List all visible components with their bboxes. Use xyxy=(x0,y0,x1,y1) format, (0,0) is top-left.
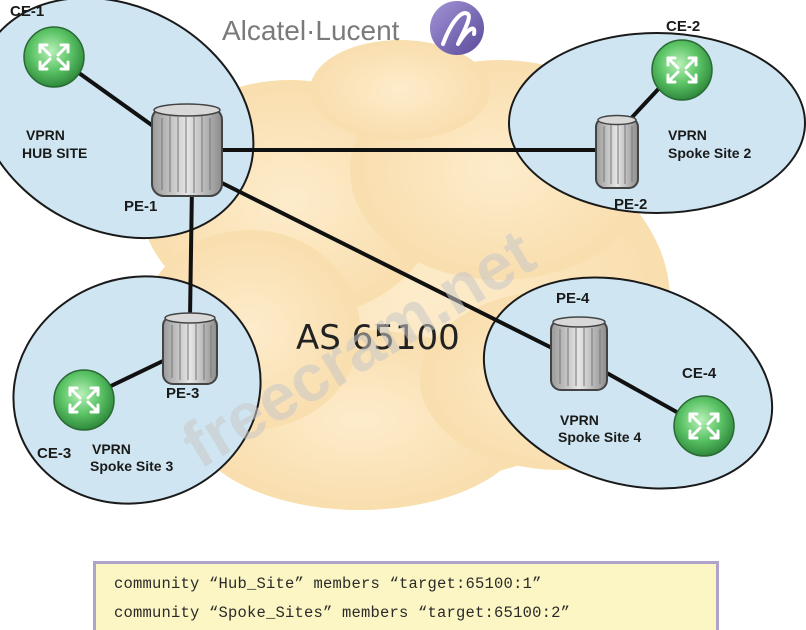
spoke-site-2-label-line1: VPRN xyxy=(668,127,707,143)
link-pe1-pe4 xyxy=(218,180,554,350)
ce4-router-icon xyxy=(673,395,735,457)
spoke-site-2-label-line2: Spoke Site 2 xyxy=(668,145,751,161)
ce1-label: CE-1 xyxy=(10,3,44,20)
brand-name: Alcatel·Lucent xyxy=(222,15,400,46)
pe2-router-icon xyxy=(595,114,639,189)
spoke-site-3-label-line2: Spoke Site 3 xyxy=(90,458,173,474)
hub-site-label-line1: VPRN xyxy=(26,127,65,143)
ce3-router-icon xyxy=(53,369,115,431)
pe3-label: PE-3 xyxy=(166,385,199,402)
config-line-hub-site: community “Hub_Site” members “target:651… xyxy=(114,575,542,593)
ce4-label: CE-4 xyxy=(682,365,717,382)
ce2-router-icon xyxy=(651,39,713,101)
pe4-label: PE-4 xyxy=(556,290,590,307)
pe4-router-icon xyxy=(550,316,608,391)
pe2-label: PE-2 xyxy=(614,196,647,213)
as-number-label: AS 65100 xyxy=(296,318,460,358)
pe3-router-icon xyxy=(162,312,218,385)
config-box: community “Hub_Site” members “target:651… xyxy=(93,561,719,630)
pe1-label: PE-1 xyxy=(124,198,157,215)
spoke-site-4-label-line2: Spoke Site 4 xyxy=(558,429,641,445)
spoke-site-3-label-line1: VPRN xyxy=(92,441,131,457)
config-line-spoke-sites: community “Spoke_Sites” members “target:… xyxy=(114,604,571,622)
spoke-site-4-label-line1: VPRN xyxy=(560,412,599,428)
link-pe1-pe3 xyxy=(188,183,194,320)
ce3-label: CE-3 xyxy=(37,445,71,462)
ce2-label: CE-2 xyxy=(666,18,700,35)
spoke-site-2-ellipse xyxy=(508,32,806,214)
ce1-router-icon xyxy=(23,26,85,88)
hub-site-label-line2: HUB SITE xyxy=(22,145,87,161)
brand-logo-icon xyxy=(430,1,484,55)
pe1-router-icon xyxy=(151,103,223,197)
